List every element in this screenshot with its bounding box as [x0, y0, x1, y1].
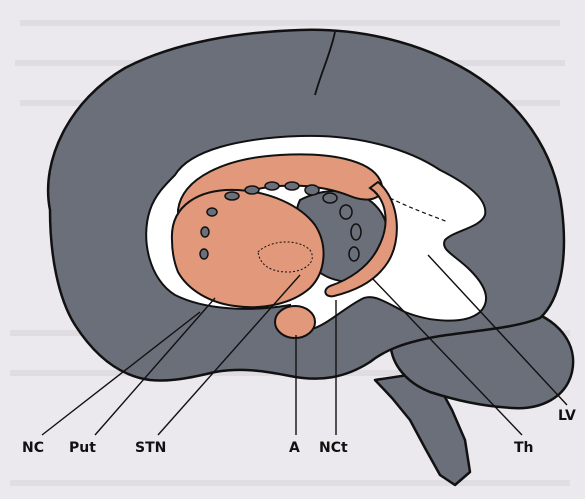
label-put: Put	[69, 440, 96, 456]
label-th: Th	[514, 440, 534, 456]
amygdala-shape	[275, 306, 315, 338]
label-nc: NC	[22, 440, 44, 456]
label-lv: LV	[558, 408, 576, 424]
label-stn: STN	[135, 440, 166, 456]
label-nct: NCt	[319, 440, 348, 456]
label-a: A	[289, 440, 300, 456]
